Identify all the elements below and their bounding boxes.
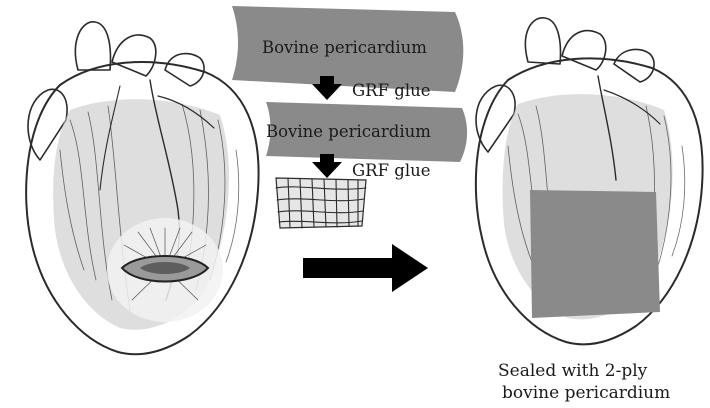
sealed-pericardium-patch: [530, 190, 660, 318]
caption-line-2: bovine pericardium: [502, 383, 670, 403]
glue-bottom-label: GRF glue: [352, 161, 431, 180]
heart-before-repair: [26, 22, 258, 354]
patch-top-label: Bovine pericardium: [262, 38, 427, 57]
heart-after-repair: [476, 18, 703, 344]
glue-top-label: GRF glue: [352, 81, 431, 100]
transition-arrow: [303, 244, 428, 292]
glue-mesh: [276, 178, 366, 228]
layer-stack: Bovine pericardium GRF glue Bovine peric…: [232, 6, 467, 228]
caption-line-1: Sealed with 2-ply: [498, 361, 648, 381]
patch-bottom-label: Bovine pericardium: [266, 122, 431, 141]
